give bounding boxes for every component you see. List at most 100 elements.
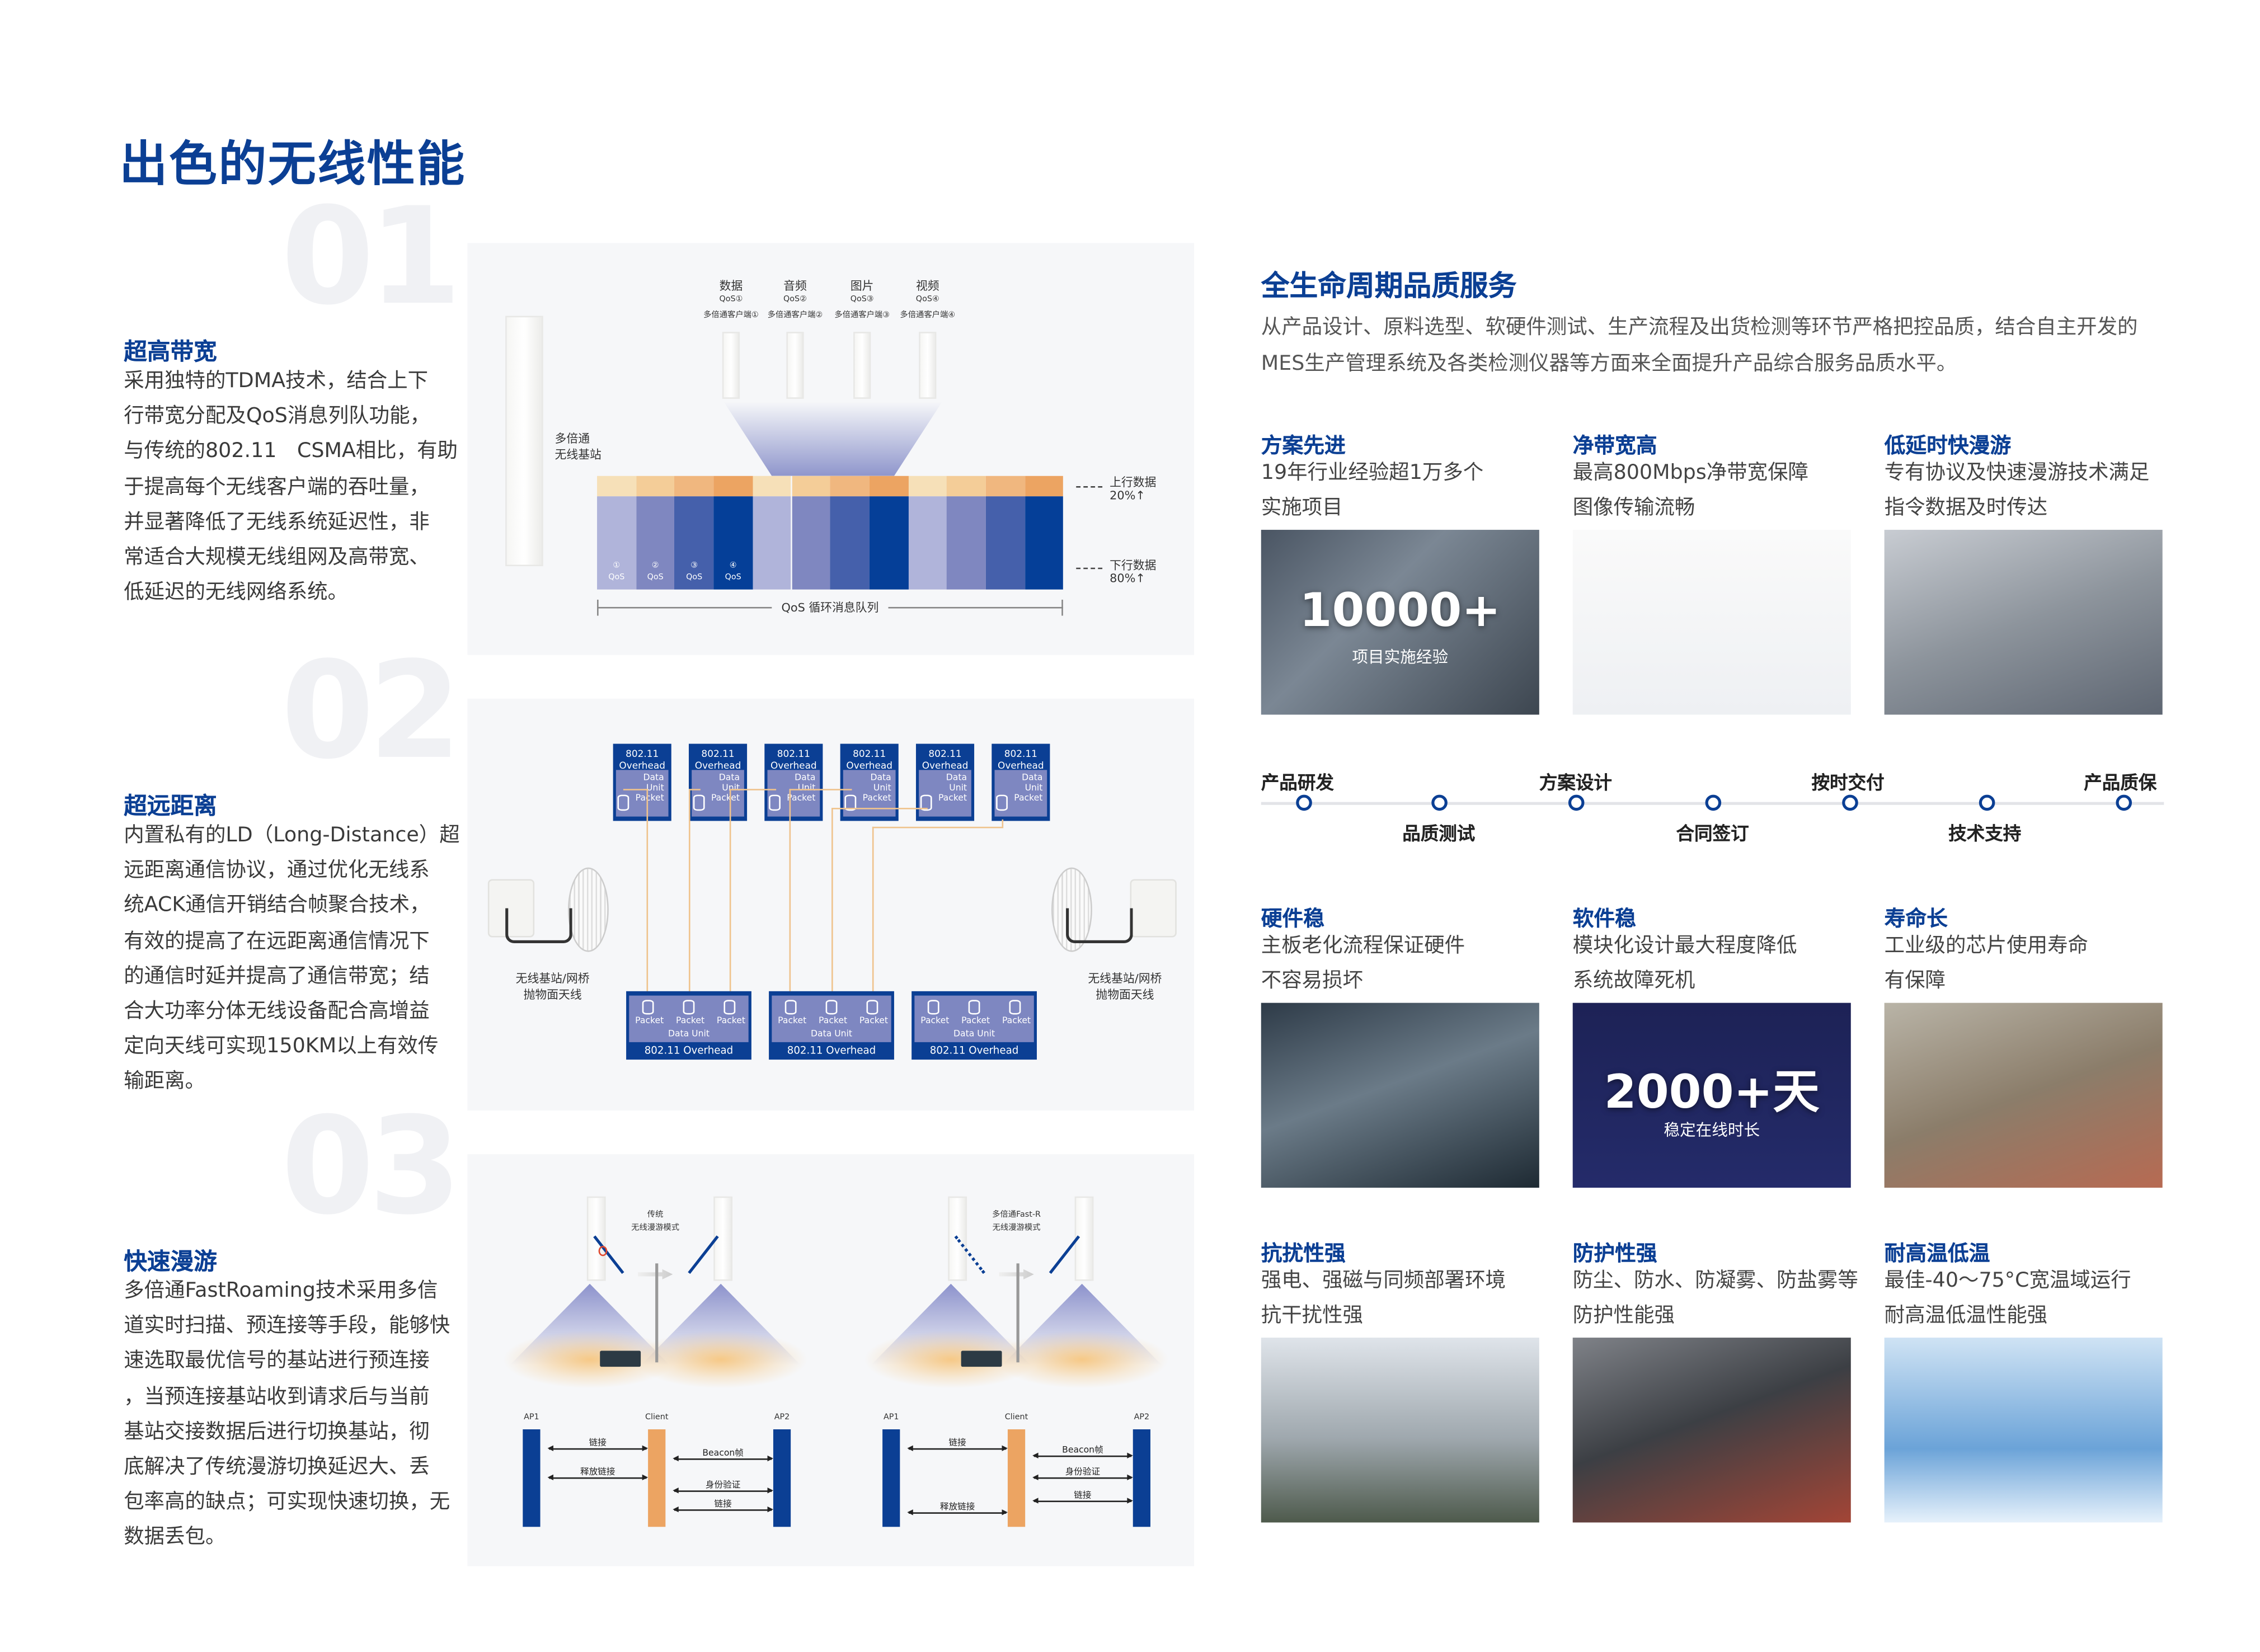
database-icon: [1009, 1000, 1021, 1015]
downlink-slot: [674, 496, 714, 590]
base-station-label: 多倍通: [555, 432, 590, 446]
section-body-line: 常适合大规模无线组网及高带宽、: [124, 545, 430, 570]
client-name-label: 多倍通客户端③: [834, 311, 890, 321]
timeline-step-label: 技术支持: [1948, 822, 2022, 845]
client-label: Client: [1004, 1413, 1028, 1422]
section-body-line: 道实时扫描、预连接等手段，能够快: [124, 1314, 450, 1338]
uplink-slot: [985, 476, 1025, 497]
data-unit-label: Unit: [797, 783, 816, 793]
feature-photo: [1884, 1338, 2163, 1523]
connector-wire: [646, 789, 649, 993]
feature-description: 系统故障死机: [1572, 969, 1695, 993]
client-name-label: 多倍通客户端①: [703, 311, 759, 321]
feature-description: 抗干扰性强: [1261, 1304, 1363, 1328]
roaming-mode-label: 传统: [647, 1211, 664, 1220]
overhead-label: Overhead: [846, 760, 893, 771]
client-qos-label: QoS②: [783, 295, 807, 304]
data-unit-label: Unit: [873, 783, 891, 793]
message-arrow: [907, 1509, 1008, 1515]
connector-wire: [830, 807, 928, 809]
feature-description: 图像传输流畅: [1572, 496, 1695, 520]
timeline-node: [1841, 794, 1858, 811]
roaming-mode-label: 多倍通Fast-R: [992, 1211, 1041, 1220]
uplink-slot: [674, 476, 714, 497]
uplink-slot: [947, 476, 986, 497]
feature-photo: [1572, 530, 1851, 715]
overhead-label: 802.11: [853, 748, 886, 760]
feature-description: 有保障: [1884, 969, 1946, 993]
uplink-slot: [830, 476, 870, 497]
section-body-line: 有效的提高了在远距离通信情况下: [124, 929, 430, 953]
section-body-line: 行带宽分配及QoS消息列队功能，: [124, 404, 430, 429]
client-type-label: 图片: [850, 279, 874, 293]
feature-description: 不容易损坏: [1261, 969, 1363, 993]
data-unit-label: Data: [643, 773, 664, 783]
client-router-device: [600, 1350, 641, 1367]
feature-description: 指令数据及时传达: [1884, 496, 2048, 520]
data-unit-label: Unit: [949, 783, 967, 793]
client-qos-label: QoS①: [719, 295, 743, 304]
message-arrow: [673, 1506, 773, 1513]
client-type-label: 音频: [783, 279, 807, 293]
uplink-slot: [597, 476, 636, 497]
feature-heading: 方案先进: [1261, 435, 1346, 459]
feature-description: 主板老化流程保证硬件: [1261, 934, 1465, 958]
section-body-line: 底解决了传统漫游切换延迟大、丢: [124, 1455, 430, 1479]
downlink-leader: [1076, 567, 1103, 570]
section-body-line: 基站交接数据后进行切换基站，彻: [124, 1420, 430, 1444]
feature-description: 工业级的芯片使用寿命: [1884, 934, 2088, 958]
base-station-device: [505, 316, 543, 567]
database-icon: [968, 1000, 980, 1015]
section-body-line: 统ACK通信开销结合帧聚合技术，: [124, 894, 430, 918]
intro-line: 从产品设计、原料选型、软硬件测试、生产流程及出货检测等环节严格把控品质，结合自主…: [1261, 316, 2138, 340]
qos-slot-label: QoS: [725, 573, 741, 582]
downlink-slot: [713, 496, 753, 590]
antenna-label: 无线基站/网桥: [515, 972, 590, 986]
qos-slot-number: ③: [690, 562, 698, 571]
message-arrow: [1032, 1498, 1133, 1504]
data-unit-label: Data: [718, 773, 740, 783]
downlink-slot: [985, 496, 1025, 590]
timeline-node: [1430, 794, 1447, 811]
message-arrow: [547, 1445, 649, 1451]
uplink-slot: [791, 476, 830, 497]
feature-description: 模块化设计最大程度降低: [1572, 934, 1797, 958]
ap2-lifeline: [1133, 1429, 1150, 1527]
data-unit-label: Data Unit: [953, 1029, 995, 1039]
antenna-label: 抛物面天线: [1096, 988, 1154, 1002]
data-unit-label: Data: [946, 773, 967, 783]
downlink-slot: [597, 496, 636, 590]
data-unit-label: Data: [795, 773, 816, 783]
section-number-watermark: 01: [281, 179, 462, 335]
downlink-value: 80%↑: [1110, 572, 1145, 585]
feature-photo: [1261, 1003, 1539, 1188]
data-unit-label: Packet: [635, 793, 664, 804]
feature-description: 最高800Mbps净带宽保障: [1572, 461, 1808, 485]
feature-description: 防护性能强: [1572, 1304, 1675, 1328]
client-qos-label: QoS④: [915, 295, 939, 304]
overhead-label: 802.11: [777, 748, 810, 760]
timeline-node: [1567, 794, 1584, 811]
packet-label: Packet: [920, 1016, 950, 1027]
section-number-watermark: 02: [281, 633, 462, 789]
base-station-unit: [1130, 879, 1177, 938]
connector-wire: [1002, 819, 1004, 827]
timeline-node: [1704, 794, 1721, 811]
section-body-line: ，当预连接基站收到请求后与当前: [124, 1385, 430, 1409]
timeline-step-label: 品质测试: [1402, 822, 1476, 845]
qos-slot-label: QoS: [686, 573, 703, 582]
uplink-slot: [713, 476, 753, 497]
section-body-line: 并显著降低了无线系统延迟性，非: [124, 510, 430, 534]
section-body-line: 采用独特的TDMA技术，结合上下: [124, 369, 429, 393]
qos-slot-number: ②: [651, 562, 659, 571]
database-icon: [617, 794, 629, 811]
page-title: 出色的无线性能: [119, 135, 466, 192]
section-heading: 快速漫游: [124, 1247, 217, 1276]
antenna-cable: [1066, 908, 1133, 943]
timeline-step-label: 产品质保: [2084, 771, 2157, 793]
antenna-cable: [505, 908, 572, 943]
